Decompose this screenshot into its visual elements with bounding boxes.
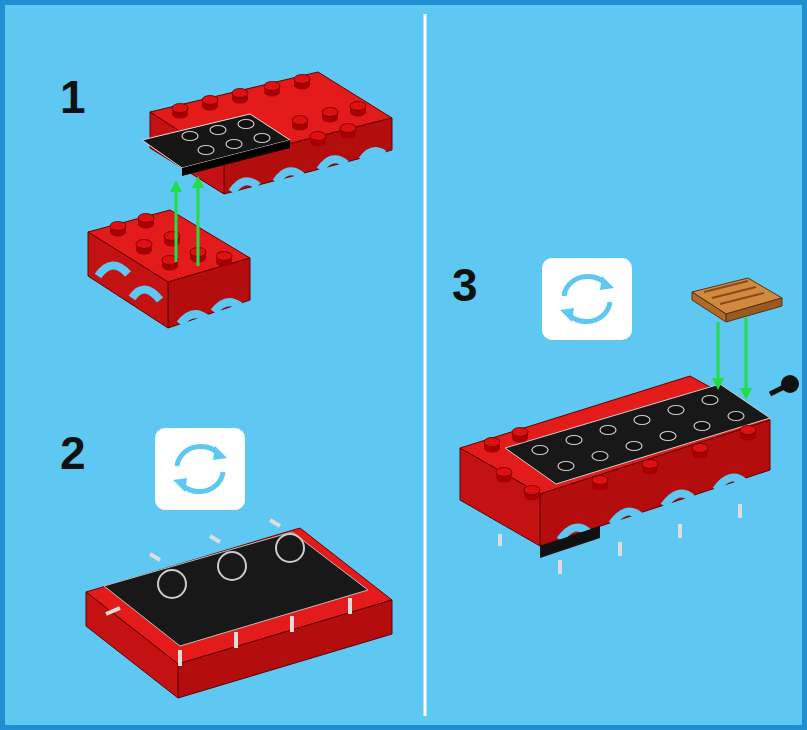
- step-number: 3: [452, 262, 478, 308]
- step-number: 1: [60, 74, 86, 120]
- green-arrow: [717, 322, 720, 384]
- step-number: 2: [60, 430, 86, 476]
- divider: [424, 14, 427, 716]
- brown-tile: [692, 278, 782, 322]
- red-brick: [88, 210, 250, 328]
- plate-assembly: [142, 72, 392, 194]
- rotate-icon: [155, 428, 245, 510]
- green-arrow: [175, 186, 178, 262]
- rotate-icon: [542, 258, 632, 340]
- chassis-assembly: [460, 375, 799, 574]
- green-arrow: [745, 318, 748, 394]
- green-arrow: [197, 182, 200, 266]
- flipped-assembly: [86, 520, 392, 698]
